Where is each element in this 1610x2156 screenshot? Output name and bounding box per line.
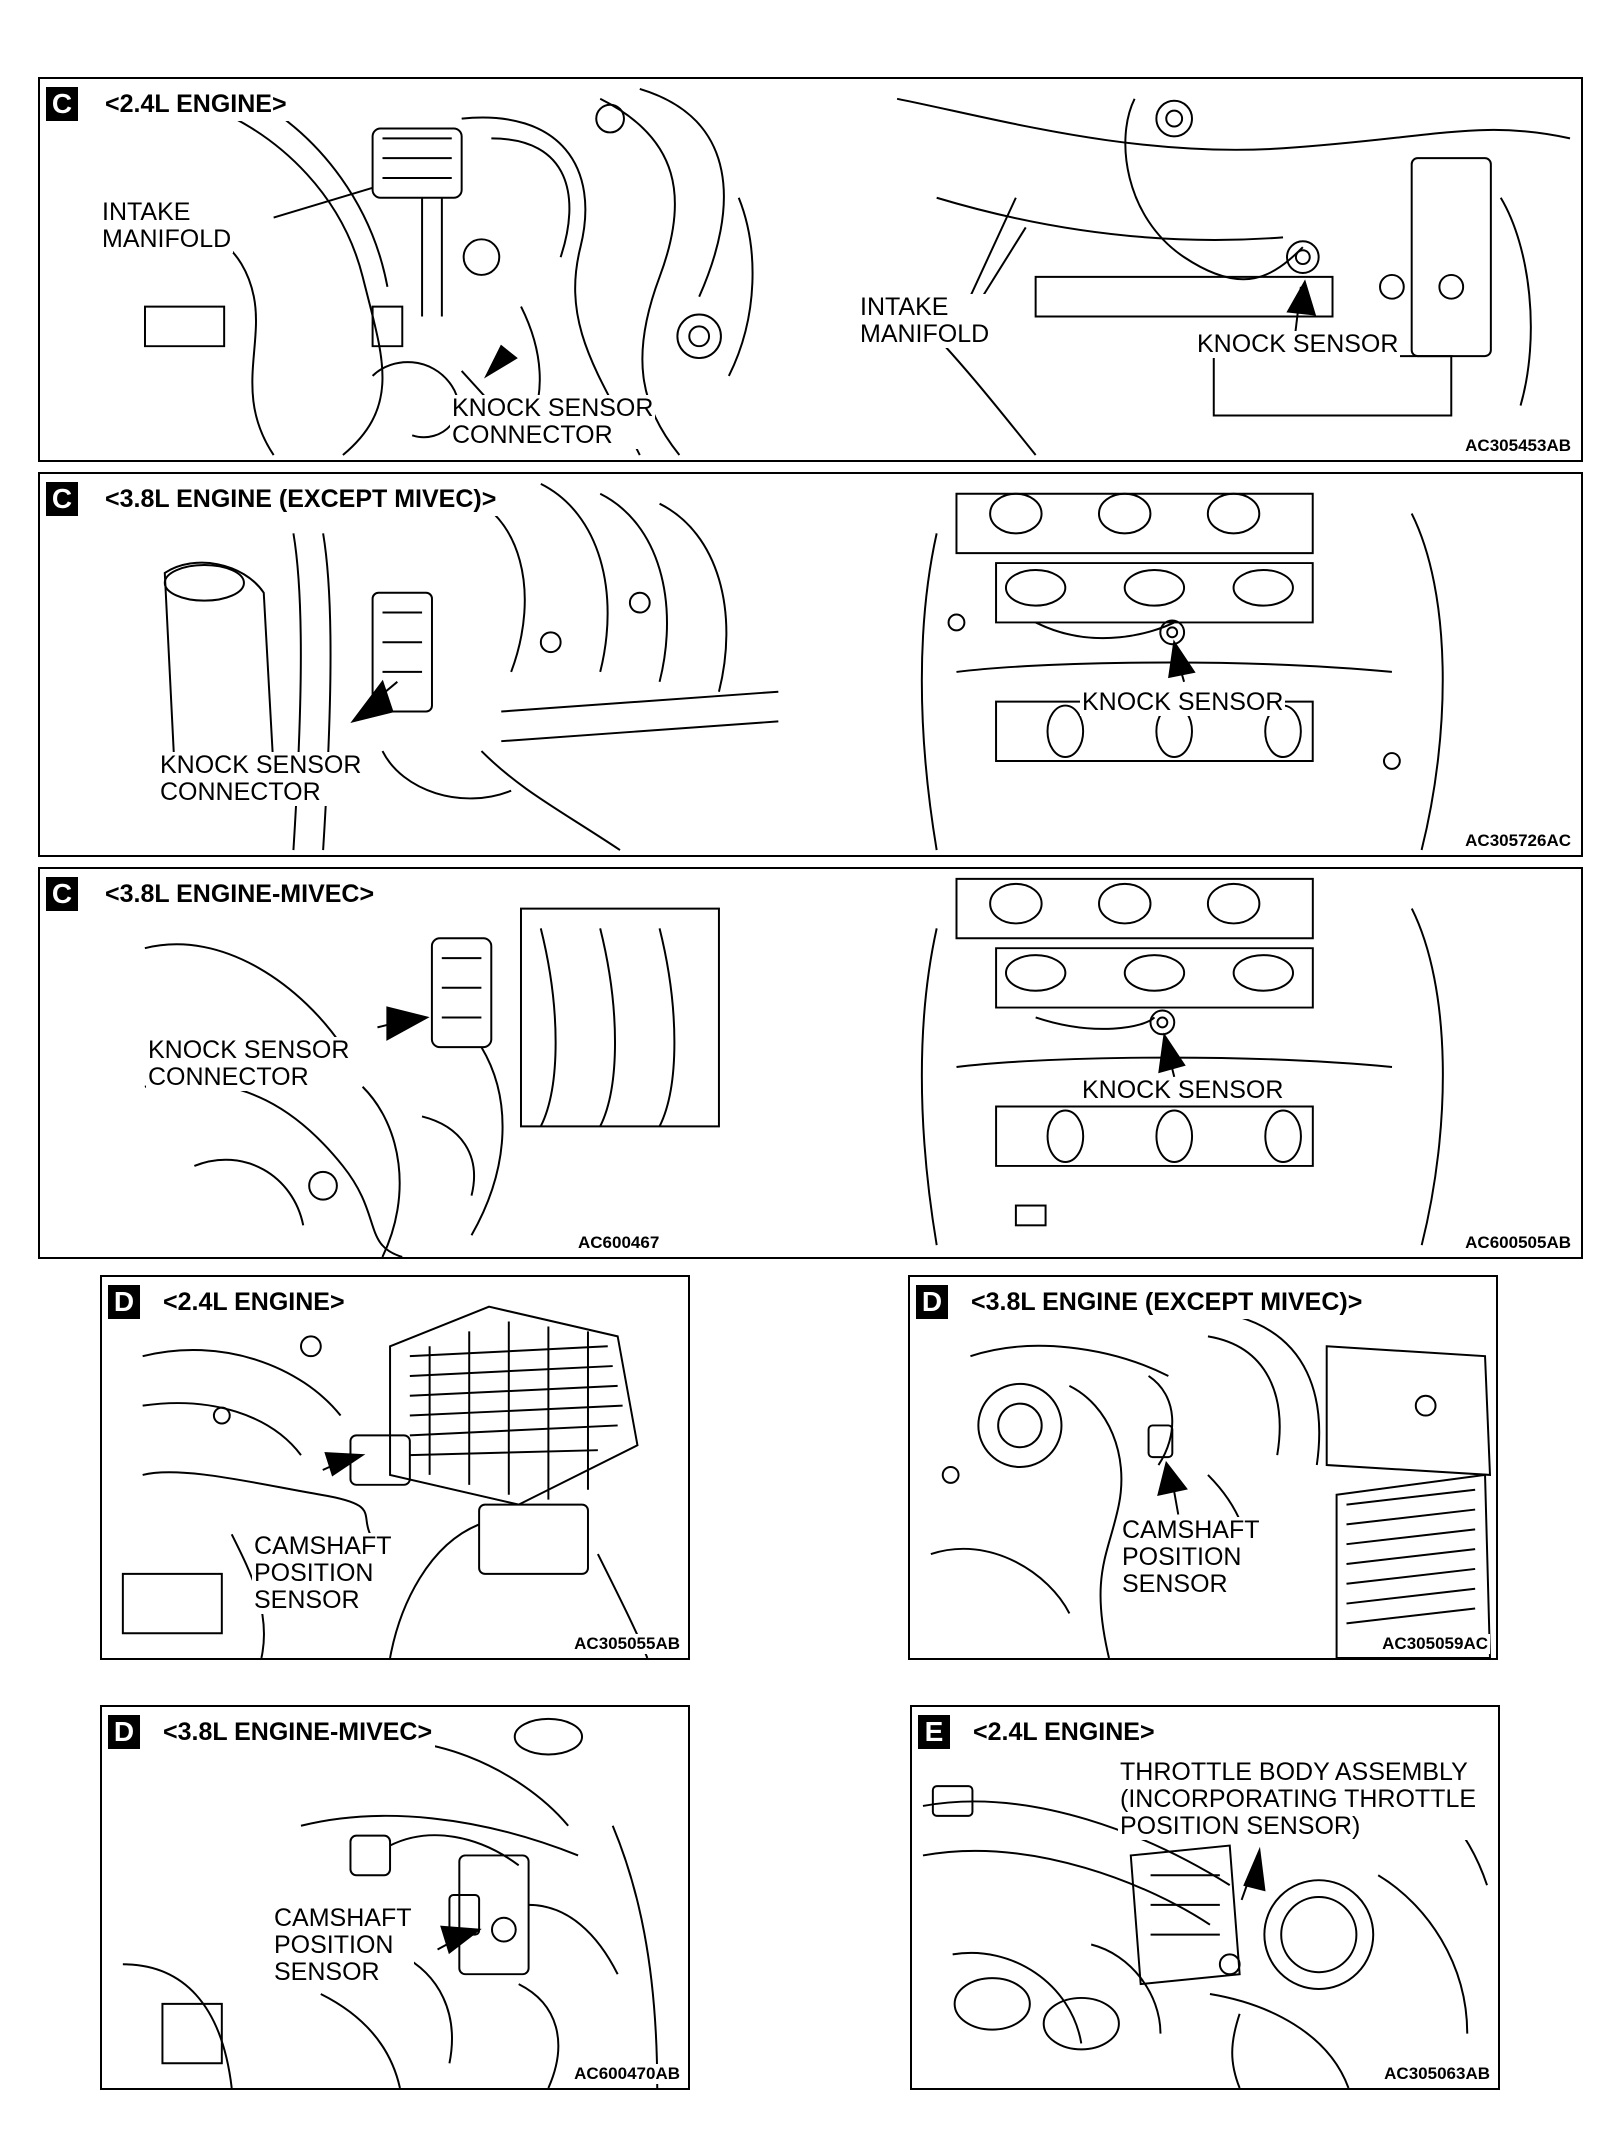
figure-code: AC305726AC bbox=[1463, 831, 1573, 851]
engine-heading: <3.8L ENGINE (EXCEPT MIVEC)> bbox=[102, 482, 500, 516]
arrow-icon bbox=[1286, 279, 1317, 316]
left-engine-drawing bbox=[143, 87, 754, 456]
section-badge: D bbox=[108, 1285, 140, 1319]
callout-throttle-body-assembly: THROTTLE BODY ASSEMBLY (INCORPORATING TH… bbox=[1118, 1758, 1479, 1840]
engine-heading: <3.8L ENGINE (EXCEPT MIVEC)> bbox=[968, 1285, 1366, 1319]
arrow-icon bbox=[324, 1452, 366, 1477]
right-engine-drawing bbox=[896, 97, 1571, 456]
arrow-icon bbox=[1158, 1032, 1186, 1074]
diagram-panel-c-2-4l: C <2.4L ENGINE> INTAKE MANIFOLD KNOCK SE… bbox=[38, 77, 1583, 462]
engine-heading: <3.8L ENGINE-MIVEC> bbox=[102, 877, 378, 911]
callout-intake-manifold: INTAKE MANIFOLD bbox=[100, 198, 234, 253]
arrow-icon bbox=[386, 1006, 430, 1041]
callout-knock-sensor-connector: KNOCK SENSOR CONNECTOR bbox=[146, 1036, 352, 1091]
left-engine-drawing bbox=[163, 483, 779, 851]
callout-camshaft-position-sensor: CAMSHAFT POSITION SENSOR bbox=[252, 1532, 394, 1614]
arrow-icon bbox=[1243, 1846, 1266, 1892]
figure-code: AC305453AB bbox=[1463, 436, 1573, 456]
callout-knock-sensor-connector: KNOCK SENSOR CONNECTOR bbox=[158, 751, 364, 806]
leader-line bbox=[273, 186, 373, 219]
engine-illustration bbox=[122, 1717, 659, 2088]
engine-heading: <3.8L ENGINE-MIVEC> bbox=[160, 1715, 436, 1749]
engine-illustration bbox=[144, 877, 1444, 1257]
arrow-icon bbox=[483, 344, 518, 379]
figure-code: AC305055AB bbox=[572, 1634, 682, 1654]
callout-knock-sensor-connector: KNOCK SENSOR CONNECTOR bbox=[450, 394, 656, 449]
leader-line bbox=[975, 226, 1027, 308]
arrow-icon bbox=[1168, 639, 1196, 679]
engine-heading: <2.4L ENGINE> bbox=[160, 1285, 348, 1319]
arrow-icon bbox=[440, 1925, 482, 1955]
diagram-panel-d-2-4l: D <2.4L ENGINE> CAMSHAFT POSITION SENSOR… bbox=[100, 1275, 690, 1660]
right-engine-drawing bbox=[920, 877, 1444, 1246]
engine-illustration bbox=[143, 87, 1571, 456]
figure-code: AC600505AB bbox=[1463, 1233, 1573, 1253]
engine-illustration bbox=[922, 1765, 1488, 2088]
figure-code: AC305059AC bbox=[1380, 1634, 1490, 1654]
engine-heading: <2.4L ENGINE> bbox=[970, 1715, 1158, 1749]
engine-illustration bbox=[930, 1315, 1492, 1658]
arrow-icon bbox=[350, 679, 394, 724]
diagram-panel-e-2-4l: E <2.4L ENGINE> THROTTLE BODY ASSEMBLY (… bbox=[910, 1705, 1500, 2090]
callout-knock-sensor: KNOCK SENSOR bbox=[1080, 688, 1286, 716]
callout-knock-sensor: KNOCK SENSOR bbox=[1080, 1076, 1286, 1104]
diagram-panel-c-3-8l-mivec: C <3.8L ENGINE-MIVEC> KNOCK SENSOR CONNE… bbox=[38, 867, 1583, 1259]
engine-heading: <2.4L ENGINE> bbox=[102, 87, 290, 121]
section-badge: C bbox=[46, 877, 78, 911]
engine-illustration bbox=[121, 1305, 649, 1658]
arrow-icon bbox=[1157, 1460, 1188, 1497]
callout-knock-sensor: KNOCK SENSOR bbox=[1195, 330, 1401, 358]
callout-intake-manifold-right: INTAKE MANIFOLD bbox=[858, 293, 992, 348]
section-badge: D bbox=[916, 1285, 948, 1319]
section-badge: D bbox=[108, 1715, 140, 1749]
diagram-panel-d-3-8l-except-mivec: D <3.8L ENGINE (EXCEPT MIVEC)> CAMSHAFT … bbox=[908, 1275, 1498, 1660]
section-badge: C bbox=[46, 482, 78, 516]
section-badge: C bbox=[46, 87, 78, 121]
diagram-panel-c-3-8l-except-mivec: C <3.8L ENGINE (EXCEPT MIVEC)> KNOCK SEN… bbox=[38, 472, 1583, 857]
diagram-panel-d-3-8l-mivec: D <3.8L ENGINE-MIVEC> CAMSHAFT POSITION … bbox=[100, 1705, 690, 2090]
callout-camshaft-position-sensor: CAMSHAFT POSITION SENSOR bbox=[1120, 1516, 1262, 1598]
figure-code: AC600470AB bbox=[572, 2064, 682, 2084]
section-badge: E bbox=[918, 1715, 950, 1749]
figure-code: AC600467 bbox=[576, 1233, 662, 1253]
figure-code: AC305063AB bbox=[1382, 2064, 1492, 2084]
callout-camshaft-position-sensor: CAMSHAFT POSITION SENSOR bbox=[272, 1904, 414, 1986]
